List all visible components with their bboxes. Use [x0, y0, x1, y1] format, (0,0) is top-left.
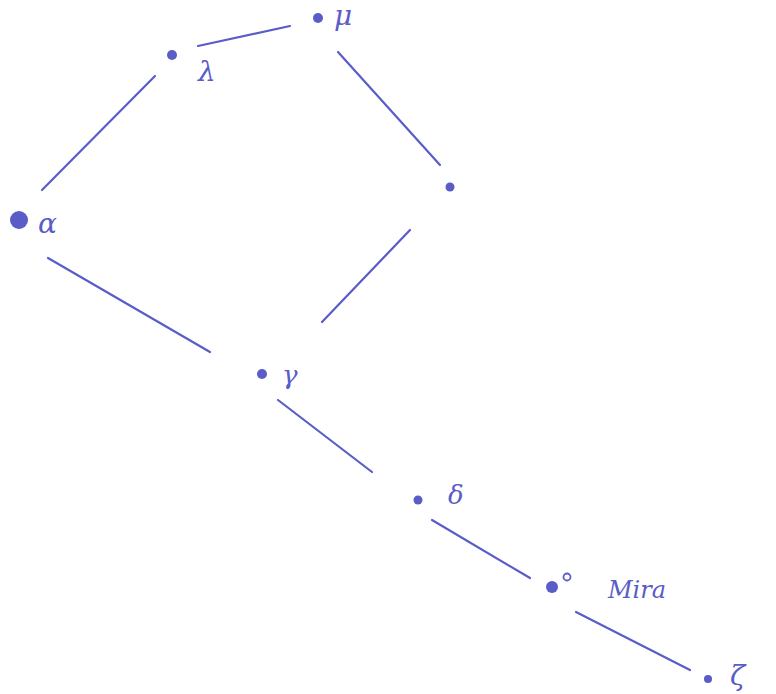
star-label: δ — [448, 482, 464, 508]
star-line — [278, 400, 372, 472]
star-dot — [10, 211, 28, 229]
star-dot — [414, 496, 423, 505]
variable-star-mark — [564, 574, 571, 581]
star-line — [48, 258, 210, 352]
star-line — [42, 76, 155, 190]
star-dot — [546, 581, 558, 593]
star-dot — [167, 50, 177, 60]
star-dot — [313, 13, 323, 23]
star-line — [432, 520, 530, 578]
star-label: γ — [282, 362, 298, 388]
star-dot — [704, 675, 712, 683]
star-label: μ — [334, 2, 352, 30]
star-line — [198, 26, 290, 46]
star-line — [576, 612, 690, 670]
star-label: λ — [198, 58, 216, 86]
star-dot — [446, 183, 455, 192]
star-label: α — [38, 210, 57, 238]
star-line — [338, 52, 440, 165]
star-line — [322, 230, 410, 322]
star-label: ζ — [730, 662, 745, 690]
star-dot — [257, 369, 267, 379]
star-label: Mira — [608, 578, 666, 602]
